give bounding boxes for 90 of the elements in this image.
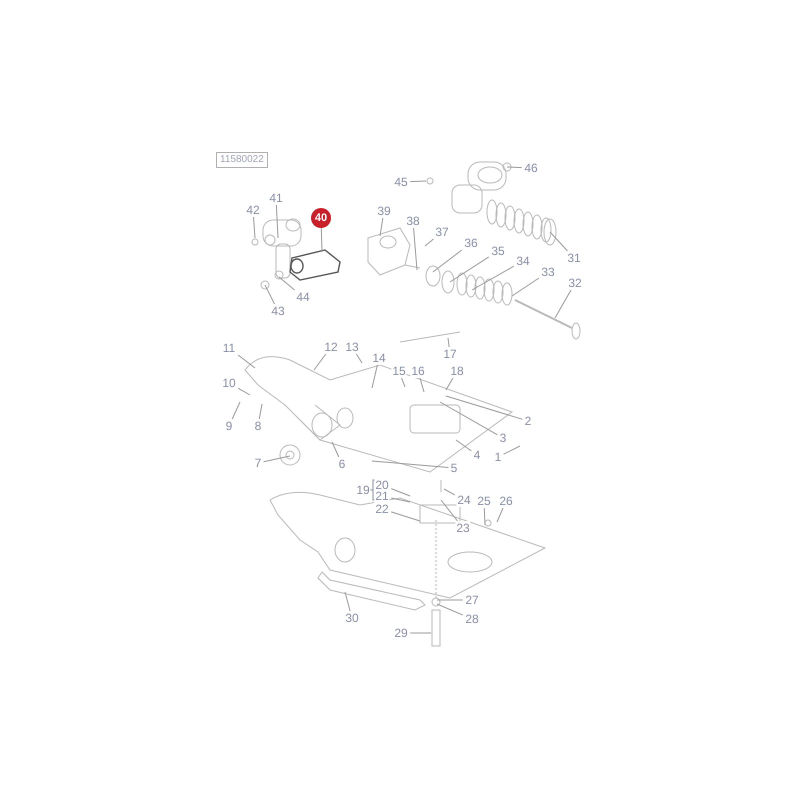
leader-line: [472, 266, 514, 290]
callout-number: 37: [434, 225, 450, 239]
highlighted-callout-number: 40: [311, 208, 331, 228]
leader-line: [232, 402, 240, 420]
callout-number: 3: [498, 431, 508, 445]
callout-number: 12: [323, 340, 339, 354]
leader-line: [440, 500, 458, 522]
leader-line: [390, 511, 420, 522]
callout-number: 35: [490, 244, 506, 258]
callout-number: 18: [449, 364, 465, 378]
leader-line: [332, 442, 340, 458]
leader-line: [484, 508, 486, 526]
leader-line: [446, 396, 523, 420]
callout-number: 33: [540, 265, 556, 279]
callout-number: 13: [344, 340, 360, 354]
leader-line: [344, 592, 351, 612]
leader-line: [436, 604, 464, 616]
leader-line: [444, 488, 456, 496]
callout-number: 27: [464, 593, 480, 607]
callout-number: 22: [374, 502, 390, 516]
callout-number: 46: [523, 161, 539, 175]
callout-number: 16: [410, 364, 426, 378]
callout-number: 39: [376, 204, 392, 218]
callout-number: 5: [450, 461, 458, 475]
callout-number: 45: [393, 175, 409, 189]
callout-number: 9: [224, 419, 234, 433]
callout-number: 38: [405, 214, 421, 228]
callout-number: 23: [455, 521, 471, 535]
callout-number: 15: [391, 364, 407, 378]
callout-number: 17: [442, 347, 458, 361]
part-number-label: 11580022: [216, 152, 268, 168]
callout-number: 6: [338, 457, 346, 471]
leader-line: [314, 354, 326, 370]
leader-line: [264, 284, 275, 304]
leader-line: [554, 290, 572, 318]
leader-line: [456, 440, 472, 452]
callout-number: 43: [270, 304, 286, 318]
leader-line: [413, 228, 418, 270]
leader-line: [278, 276, 296, 290]
callout-number: 34: [515, 254, 531, 268]
leader-line: [503, 446, 520, 455]
callout-number: 10: [221, 376, 237, 390]
callout-number: 41: [268, 191, 284, 205]
callout-number: 26: [498, 494, 514, 508]
callout-number: 7: [254, 456, 262, 470]
callout-number: 8: [254, 419, 262, 433]
callout-number: 14: [371, 351, 387, 365]
leader-line: [390, 497, 410, 502]
callout-number: 25: [476, 494, 492, 508]
callout-number: 19: [355, 483, 371, 497]
callout-number: 42: [245, 203, 261, 217]
callout-number: 30: [344, 611, 360, 625]
leader-line: [440, 402, 498, 436]
callout-number: 32: [567, 276, 583, 290]
leader-line: [512, 278, 540, 296]
leader-line: [238, 354, 256, 368]
leader-line: [424, 238, 434, 246]
leader-line: [420, 378, 424, 392]
leader-line: [390, 488, 410, 496]
callout-number: 1: [494, 450, 502, 464]
leader-line: [263, 456, 290, 462]
callout-number: 21: [374, 489, 390, 503]
leader-line: [276, 204, 278, 238]
leader-line: [450, 256, 490, 282]
leader-line: [550, 232, 568, 252]
leader-line: [448, 338, 450, 348]
leader-line: [432, 250, 462, 272]
leader-line: [238, 388, 250, 396]
callout-number: 2: [524, 414, 532, 428]
leader-line: [253, 216, 256, 238]
callout-number: 29: [393, 626, 409, 640]
leader-line: [258, 404, 262, 420]
leader-line: [372, 364, 378, 388]
callout-number: 24: [456, 493, 472, 507]
leader-line: [372, 460, 449, 468]
leader-line: [320, 228, 322, 252]
callout-number: 28: [464, 612, 480, 626]
callout-number: 31: [566, 251, 582, 265]
leader-line: [401, 378, 406, 388]
leader-line: [410, 180, 426, 182]
callout-number: 11: [222, 341, 236, 355]
leader-line: [380, 218, 384, 236]
callout-number: 36: [463, 236, 479, 250]
leader-line: [356, 354, 362, 364]
callout-number: 4: [472, 448, 482, 462]
leader-line: [410, 632, 432, 634]
leader-line: [446, 378, 454, 390]
leader-line: [496, 508, 504, 522]
leader-line: [506, 166, 522, 168]
callout-number: 44: [295, 290, 311, 304]
